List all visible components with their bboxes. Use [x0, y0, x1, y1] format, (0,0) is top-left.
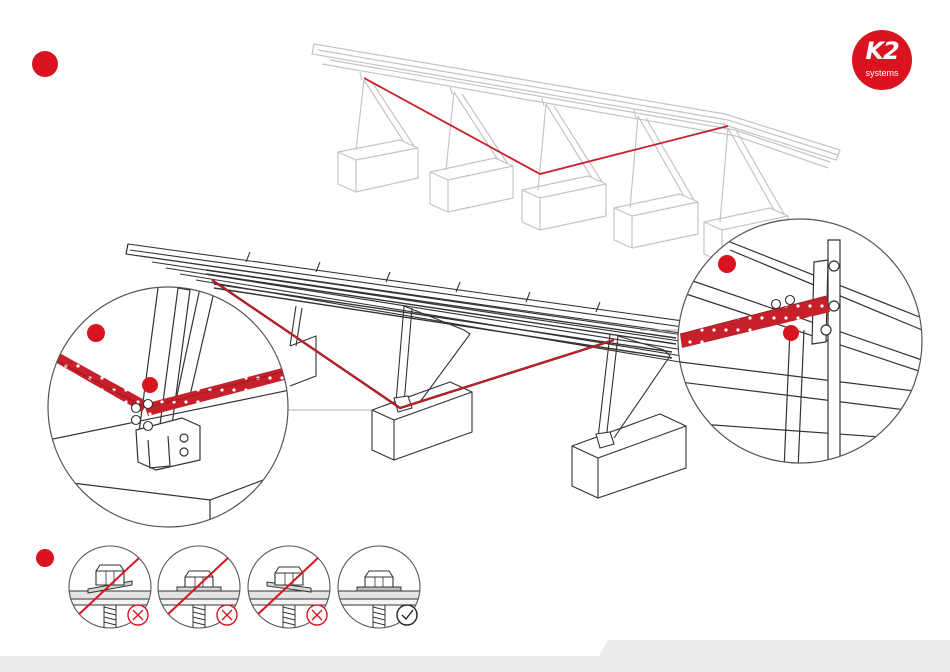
- fastener-step-4: [337, 545, 421, 629]
- main-supports: [290, 306, 670, 448]
- step-marker-overview: [32, 51, 58, 77]
- step-marker-right-detail: [718, 255, 736, 273]
- fastener-step-row: [68, 545, 421, 629]
- x-circle-icon: [217, 605, 237, 625]
- detail-base-connection: [48, 287, 292, 530]
- step-marker-right-bolt: [783, 325, 799, 341]
- x-circle-icon: [128, 605, 148, 625]
- detail-top-connection: [678, 219, 922, 470]
- k2-systems-logo: K2 systems: [852, 30, 912, 90]
- fastener-step-1: [68, 545, 152, 629]
- fastener-step-3: [247, 545, 331, 629]
- overview-supports: [356, 72, 784, 222]
- check-circle-icon: [397, 605, 417, 625]
- overview-ballast-blocks: [338, 140, 788, 262]
- x-circle-icon: [307, 605, 327, 625]
- logo-subtitle: systems: [852, 68, 912, 78]
- footer-band: [0, 656, 950, 672]
- fastener-step-2: [157, 545, 241, 629]
- step-marker-fastener: [36, 549, 54, 567]
- step-marker-left-bolt: [142, 377, 158, 393]
- logo-mark: K2: [852, 38, 912, 64]
- main-ballast-blocks: [290, 336, 686, 498]
- step-marker-left-detail: [87, 324, 105, 342]
